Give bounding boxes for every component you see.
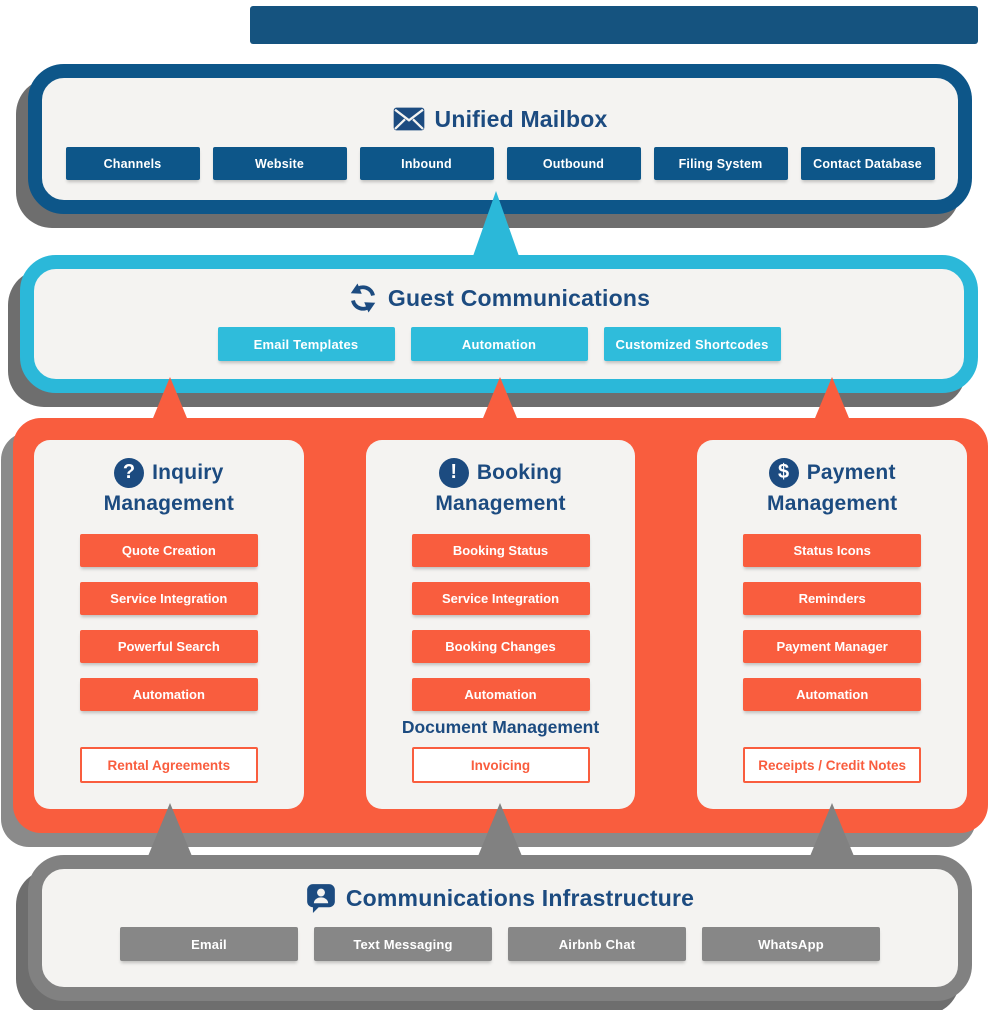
- chip-rental-agreements: Rental Agreements: [79, 747, 258, 783]
- chip-outbound: Outbound: [506, 147, 641, 180]
- sync-icon: [348, 283, 378, 313]
- unified-mailbox-title: Unified Mailbox: [434, 106, 608, 132]
- chip-website: Website: [212, 147, 347, 180]
- chip-filing-system: Filing System: [653, 147, 788, 180]
- chip-invoicing: Invoicing: [411, 747, 590, 783]
- chip-airbnb-chat: Airbnb Chat: [508, 927, 686, 961]
- chip-quote-creation: Quote Creation: [79, 534, 258, 567]
- communications-infrastructure-title: Communications Infrastructure: [345, 885, 695, 911]
- booking-management-card: ! Booking Management Booking Status Serv…: [365, 440, 636, 809]
- unified-mailbox-heading: Unified Mailbox: [393, 104, 608, 134]
- chip-payment-manager: Payment Manager: [743, 630, 922, 663]
- chip-receipts-credit-notes: Receipts / Credit Notes: [743, 747, 922, 783]
- chip-powerful-search: Powerful Search: [79, 630, 258, 663]
- unified-mailbox-panel: Unified Mailbox Channels Website Inbound…: [28, 64, 972, 214]
- chip-booking-status: Booking Status: [411, 534, 590, 567]
- chat-person-icon: [306, 883, 336, 913]
- chip-automation-booking: Automation: [411, 678, 590, 711]
- chip-booking-changes: Booking Changes: [411, 630, 590, 663]
- guest-communications-title: Guest Communications: [387, 285, 651, 311]
- booking-management-heading: ! Booking Management: [435, 456, 565, 519]
- chip-status-icons: Status Icons: [743, 534, 922, 567]
- unified-mailbox-items: Channels Website Inbound Outbound Filing…: [42, 147, 958, 180]
- chip-automation-payment: Automation: [743, 678, 922, 711]
- chip-service-integration-booking: Service Integration: [411, 582, 590, 615]
- title-banner: [250, 6, 978, 44]
- payment-items: Status Icons Reminders Payment Manager A…: [743, 534, 922, 711]
- chip-reminders: Reminders: [743, 582, 922, 615]
- guest-communications-heading: Guest Communications: [348, 283, 650, 313]
- payment-management-card: $ Payment Management Status Icons Remind…: [697, 440, 968, 809]
- inquiry-management-card: ? Inquiry Management Quote Creation Serv…: [34, 440, 304, 809]
- chip-inbound: Inbound: [359, 147, 494, 180]
- communications-infrastructure-panel: Communications Infrastructure Email Text…: [28, 855, 972, 1001]
- chip-text-messaging: Text Messaging: [314, 927, 492, 961]
- question-icon: ?: [114, 457, 145, 488]
- communications-infrastructure-heading: Communications Infrastructure: [306, 883, 694, 913]
- envelope-icon: [393, 107, 425, 131]
- chip-automation-inquiry: Automation: [79, 678, 258, 711]
- infrastructure-items: Email Text Messaging Airbnb Chat WhatsAp…: [42, 927, 958, 961]
- chip-email-templates: Email Templates: [217, 327, 395, 361]
- payment-management-heading: $ Payment Management: [767, 456, 897, 519]
- management-band: ? Inquiry Management Quote Creation Serv…: [13, 418, 988, 833]
- chip-channels: Channels: [65, 147, 200, 180]
- booking-items: Booking Status Service Integration Booki…: [411, 534, 590, 711]
- inquiry-management-heading: ? Inquiry Management: [104, 456, 234, 519]
- exclamation-icon: !: [438, 457, 469, 488]
- chip-email: Email: [120, 927, 298, 961]
- document-management-subheading: Document Management: [401, 717, 600, 737]
- inquiry-items: Quote Creation Service Integration Power…: [79, 534, 258, 711]
- chip-whatsapp: WhatsApp: [702, 927, 880, 961]
- guest-communications-items: Email Templates Automation Customized Sh…: [34, 327, 964, 361]
- chip-service-integration-inquiry: Service Integration: [79, 582, 258, 615]
- chip-contact-database: Contact Database: [800, 147, 935, 180]
- chip-customized-shortcodes: Customized Shortcodes: [603, 327, 781, 361]
- guest-communications-panel: Guest Communications Email Templates Aut…: [20, 255, 978, 393]
- dollar-icon: $: [768, 457, 799, 488]
- chip-automation-guest: Automation: [410, 327, 588, 361]
